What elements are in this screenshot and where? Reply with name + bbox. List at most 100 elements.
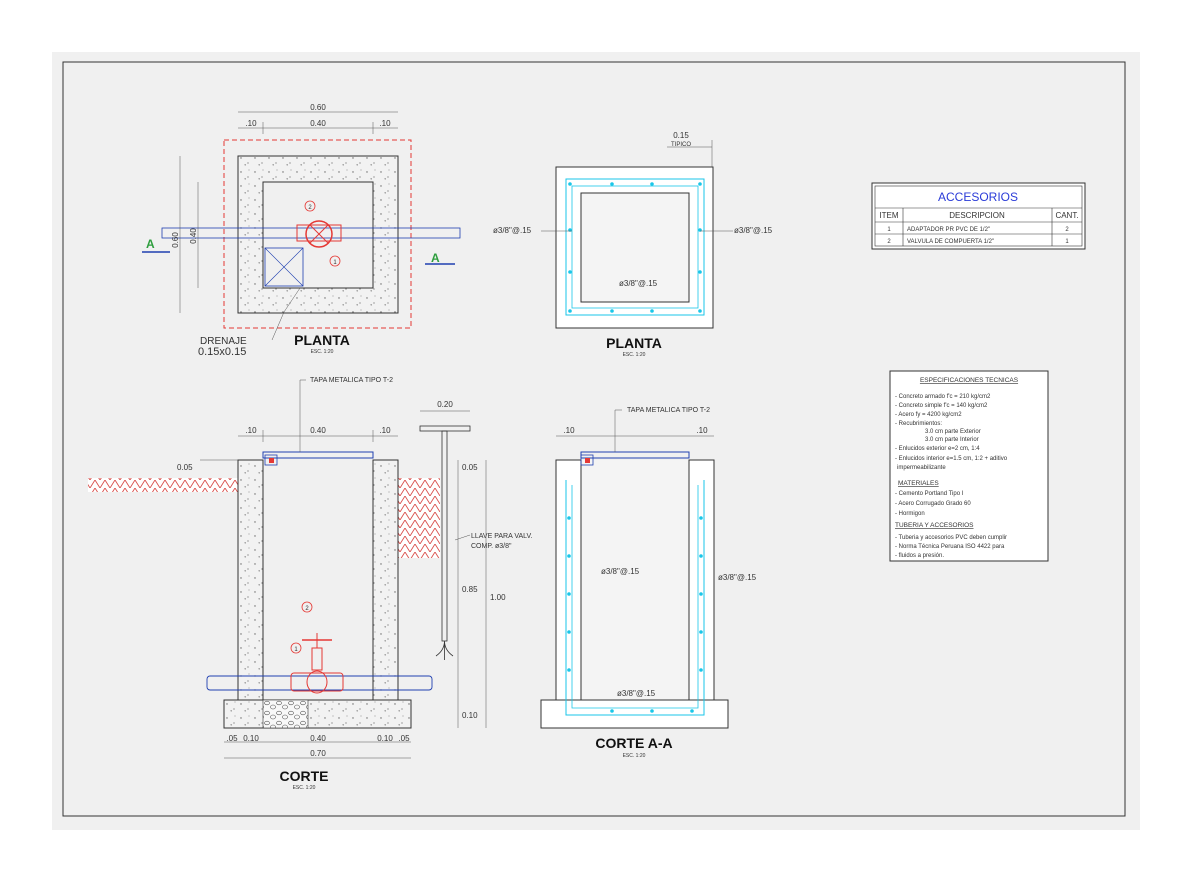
planta-1-callout-1 [329, 255, 341, 267]
planta-2-title: PLANTA [606, 335, 662, 351]
drain-label-1: DRENAJE [200, 336, 247, 347]
materiales-line-3: - Hormigon [895, 511, 925, 517]
accesorios-header-cant: CANT. [1055, 211, 1078, 220]
corte-wall-left [237, 459, 264, 701]
corte-dim-top-right: .10 [379, 426, 391, 435]
planta-2-inner-box [580, 192, 690, 303]
tuberia-line-3: - fluidos a presión. [895, 553, 944, 559]
accesorios-title: ACCESORIOS [938, 190, 1018, 204]
planta-1-dashed-boundary [223, 139, 412, 329]
corte-aa-tapa-label: TAPA METALICA TIPO T-2 [627, 407, 710, 414]
corte-soil-right [398, 478, 440, 558]
spec-line-1: - Concreto armado f'c = 210 kg/cm2 [895, 394, 991, 400]
accesorios-header-item: ITEM [879, 211, 898, 220]
sheet-border [62, 61, 1126, 817]
llave-dim-width: 0.20 [437, 400, 453, 409]
corte-aa-rebar-right: ø3/8"@.15 [718, 573, 757, 582]
corte-dim-top-mid: 0.40 [310, 426, 326, 435]
planta-1-valve-body [296, 224, 342, 242]
corte-dim-bottom-b: 0.10 [243, 734, 259, 743]
section-mark-left: A [146, 237, 155, 251]
corte-dim-bottom-total: 0.70 [310, 749, 326, 758]
spec-line-5: 3.0 cm parte Exterior [925, 429, 981, 435]
planta-2-rebar-left: ø3/8"@.15 [493, 226, 532, 235]
corte-scale: ESC. 1:20 [293, 785, 316, 791]
spec-line-6: 3.0 cm parte Interior [925, 437, 979, 443]
accesorios-row-2-cant: 1 [1065, 239, 1069, 245]
planta-1-dim-total: 0.60 [310, 103, 326, 112]
accesorios-header-descripcion: DESCRIPCION [949, 211, 1005, 220]
corte-aa-title: CORTE A-A [595, 735, 672, 751]
corte-aa-rebar-left: ø3/8"@.15 [601, 567, 640, 576]
drain-label-2: 0.15x0.15 [198, 346, 246, 358]
corte-tapa-label: TAPA METALICA TIPO T-2 [310, 377, 393, 384]
corte-dim-top-left: .10 [245, 426, 257, 435]
corte-soil-left [88, 478, 238, 492]
corte-aa-rebar-inner [571, 485, 699, 709]
planta-1-dim-right: .10 [379, 119, 391, 128]
corte-aa-dim-right: .10 [696, 426, 708, 435]
accesorios-row-2-item: 2 [887, 239, 891, 245]
llave-label-1: LLAVE PARA VALV. [471, 533, 533, 540]
corte-callout-1 [290, 642, 302, 654]
drain-box [264, 247, 304, 287]
llave-dim-085: 0.85 [462, 585, 478, 594]
corte-pipe [206, 675, 433, 691]
accesorios-row-1-item: 1 [887, 227, 891, 233]
corte-dim-bottom-d: 0.10 [377, 734, 393, 743]
planta-1-callout-1-text: 1 [333, 260, 337, 266]
planta-2-rebar-bottom: ø3/8"@.15 [619, 279, 658, 288]
planta-1-dim-v1: 0.60 [171, 232, 180, 248]
corte-aa-rebar-outer [565, 480, 705, 716]
corte-view: 2 1 TAPA METALICA TIPO T-2 .10 0.40 .10 … [88, 377, 440, 791]
planta-2-view: 0.15 TIPICO ø3/8"@.15 ø3/8"@.15 ø3/8"@.1… [493, 131, 773, 358]
especificaciones-title: ESPECIFICACIONES TECNICAS [920, 377, 1019, 384]
tuberia-line-1: - Tuberia y accesorios PVC deben cumplir [895, 535, 1007, 541]
valve-handwheel-icon [305, 220, 333, 248]
corte-aa-rebar-bottom: ø3/8"@.15 [617, 689, 656, 698]
planta-1-view: 2 1 A A 0.60 .10 0.40 .10 0.60 0.40 DREN… [142, 103, 461, 358]
planta-1-scale: ESC. 1:20 [311, 349, 334, 355]
corte-callout-1-text: 1 [294, 647, 298, 653]
corte-aa-base-slab [540, 699, 729, 729]
materiales-line-1: - Cemento Portland Tipo I [895, 491, 964, 497]
llave-dim-100: 1.00 [490, 593, 506, 602]
llave-dim-010: 0.10 [462, 711, 478, 720]
corte-valve [290, 633, 344, 694]
planta-2-rebar-inner [571, 185, 699, 309]
especificaciones-box: ESPECIFICACIONES TECNICAS - Concreto arm… [889, 370, 1049, 562]
llave-detail: 0.20 LLAVE PARA VALV. COMP. ø3/8" 0.05 0… [419, 400, 533, 728]
spec-line-2: - Concreto simple f'c = 140 kg/cm2 [895, 403, 988, 409]
corte-metal-lid [262, 451, 374, 459]
materiales-line-2: - Acero Corrugado Grado 60 [895, 501, 971, 507]
planta-1-dim-v2: 0.40 [189, 228, 198, 244]
accesorios-row-1-desc: ADAPTADOR PR PVC DE 1/2" [907, 227, 990, 233]
planta-1-pipe [161, 227, 461, 239]
corte-callout-2 [301, 601, 313, 613]
llave-label-2: COMP. ø3/8" [471, 543, 512, 550]
accesorios-row-1-cant: 2 [1065, 227, 1069, 233]
llave-fork-icon [435, 640, 454, 660]
corte-dim-bottom-c: 0.40 [310, 734, 326, 743]
planta-1-title: PLANTA [294, 332, 350, 348]
accesorios-table: ACCESORIOS ITEM DESCRIPCION CANT. 1 ADAP… [871, 182, 1086, 250]
planta-2-rebar-right: ø3/8"@.15 [734, 226, 773, 235]
spec-line-7: - Enlucidos exterior e=2 cm, 1:4 [895, 446, 980, 452]
accesorios-row-2-desc: VALVULA DE COMPUERTA 1/2" [907, 239, 994, 245]
planta-2-rebar-outer [565, 178, 705, 316]
corte-aa-wall-left [555, 459, 582, 701]
materiales-title: MATERIALES [898, 480, 939, 487]
planta-2-scale: ESC. 1:20 [623, 352, 646, 358]
planta-1-callout-2-text: 2 [308, 205, 312, 211]
spec-line-3: - Acero fy = 4200 kg/cm2 [895, 412, 962, 418]
corte-aa-scale: ESC. 1:20 [623, 753, 646, 759]
corte-aa-wall-right [688, 459, 715, 701]
corte-dim-left: 0.05 [177, 463, 193, 472]
corte-dim-bottom-a: .05 [226, 734, 238, 743]
tuberia-line-2: - Norma Técnica Peruana ISO 4422 para [895, 544, 1005, 550]
spec-line-8: - Enlucidos interior e=1.5 cm, 1:2 + adi… [895, 456, 1008, 462]
tuberia-title: TUBERIA Y ACCESORIOS [895, 522, 974, 529]
corte-callout-2-text: 2 [305, 606, 309, 612]
corte-aa-view: TAPA METALICA TIPO T-2 .10 .10 ø3/8"@.15… [540, 407, 757, 759]
planta-1-dim-left: .10 [245, 119, 257, 128]
